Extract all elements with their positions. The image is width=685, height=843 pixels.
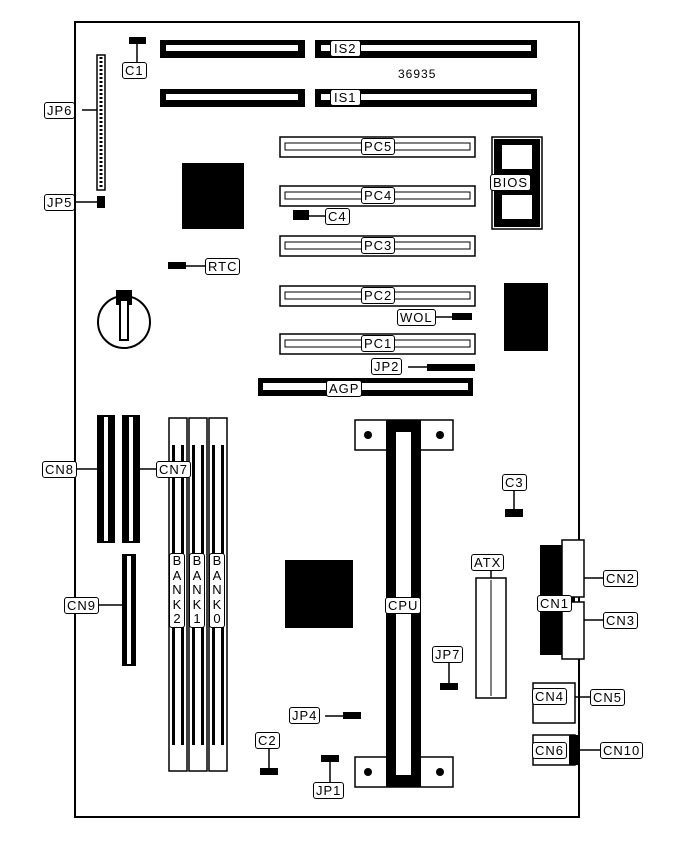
- label-agp: AGP: [326, 380, 363, 397]
- label-cn4: CN4: [532, 688, 568, 705]
- label-c4: C4: [325, 208, 350, 225]
- label-rtc: RTC: [205, 258, 241, 275]
- agp-slot: [258, 378, 473, 396]
- label-is2: IS2: [330, 40, 361, 57]
- label-jp7: JP7: [432, 646, 464, 663]
- label-is1: IS1: [330, 89, 361, 106]
- c2-connector: [260, 768, 278, 775]
- label-jp2: JP2: [371, 358, 403, 375]
- label-c3: C3: [502, 474, 527, 491]
- label-jp4: JP4: [289, 707, 321, 724]
- label-atx: ATX: [471, 554, 505, 571]
- label-bios: BIOS: [490, 174, 532, 191]
- wol-header: [452, 313, 472, 320]
- cn7-header: [122, 415, 140, 543]
- label-pc4: PC4: [361, 187, 396, 204]
- label-bank2: B A N K 2: [169, 553, 185, 628]
- label-cpu: CPU: [385, 597, 422, 614]
- chipset-south: [504, 283, 548, 351]
- model-number: 36935: [398, 67, 437, 81]
- label-cn3: CN3: [603, 612, 639, 629]
- label-cn7: CN7: [156, 461, 192, 478]
- label-pc3: PC3: [361, 237, 396, 254]
- label-cn6: CN6: [532, 742, 568, 759]
- label-jp6: JP6: [44, 102, 76, 119]
- jp5-header: [97, 196, 105, 208]
- jp2-header: [427, 364, 475, 371]
- io-chip: [285, 560, 353, 628]
- cn9-header: [122, 554, 136, 666]
- label-cn9: CN9: [64, 597, 100, 614]
- cn8-header: [97, 415, 115, 543]
- label-pc2: PC2: [361, 287, 396, 304]
- label-cn1: CN1: [537, 595, 573, 612]
- jp1-jumper: [321, 755, 339, 762]
- label-pc1: PC1: [361, 335, 396, 352]
- label-c2: C2: [255, 732, 280, 749]
- rtc-jumper: [168, 262, 186, 269]
- label-pc5: PC5: [361, 138, 396, 155]
- label-c1: C1: [122, 62, 147, 79]
- label-cn10: CN10: [600, 742, 644, 759]
- label-cn5: CN5: [590, 689, 626, 706]
- label-jp5: JP5: [44, 194, 76, 211]
- label-wol: WOL: [397, 309, 436, 326]
- c3-connector: [505, 509, 523, 517]
- label-bank0: B A N K 0: [209, 553, 225, 628]
- c1-connector: [129, 37, 146, 44]
- label-cn8: CN8: [42, 461, 78, 478]
- jp4-jumper: [343, 712, 361, 719]
- atx-power-connector: [475, 577, 507, 699]
- label-bank1: B A N K 1: [189, 553, 205, 628]
- label-cn2: CN2: [603, 570, 639, 587]
- leader-lines: [70, 44, 603, 782]
- battery: [97, 290, 151, 349]
- c4-connector: [293, 210, 309, 220]
- label-jp1: JP1: [313, 782, 345, 799]
- chipset-north: [182, 163, 244, 229]
- jp7-jumper: [440, 683, 458, 690]
